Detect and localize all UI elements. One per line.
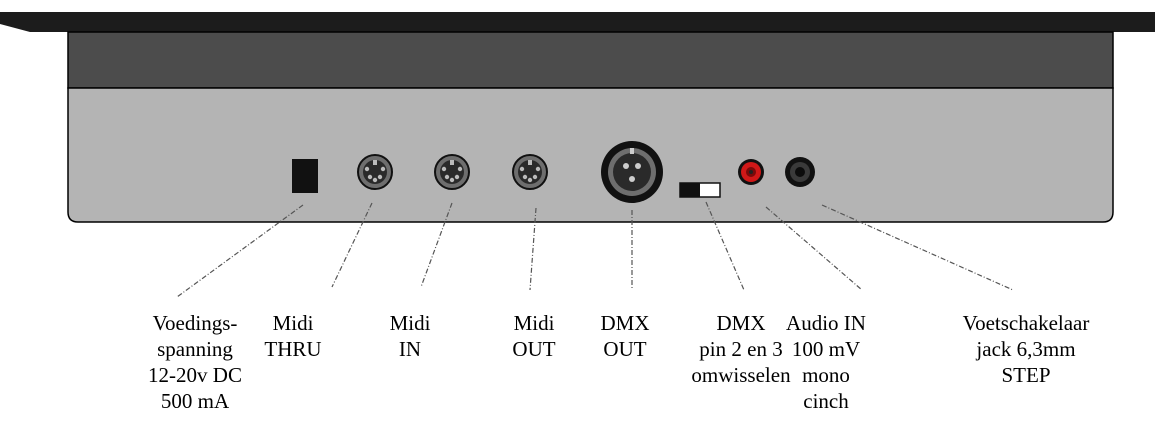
device-rear-panel: [67, 87, 1114, 223]
label-line: 100 mV: [791, 337, 861, 361]
label-line: cinch: [803, 389, 849, 413]
leader-line-dmx-switch: [705, 201, 745, 291]
label-line: Midi: [272, 311, 314, 335]
label-line: OUT: [603, 337, 647, 361]
label-line: IN: [398, 337, 422, 361]
leader-line-midi-in: [420, 202, 453, 288]
jack-socket-icon: [785, 157, 815, 187]
midi-din-connector-icon: [512, 154, 548, 190]
label-line: 12-20v DC: [148, 363, 242, 387]
device-grille: [67, 31, 1114, 89]
label-line: 500 mA: [160, 389, 230, 413]
label-line: OUT: [512, 337, 556, 361]
label-line: Midi: [513, 311, 555, 335]
label-line: pin 2 en 3: [699, 337, 783, 361]
dc-power-socket-icon: [292, 159, 318, 193]
device-top-bar: [0, 12, 1155, 32]
label-line: Midi: [389, 311, 431, 335]
label-line: spanning: [157, 337, 233, 361]
label-line: DMX: [600, 311, 650, 335]
leader-line-midi-out: [529, 207, 537, 291]
midi-din-connector-icon: [357, 154, 393, 190]
leader-line-midi-thru: [331, 202, 373, 288]
label-line: Voedings-: [152, 311, 238, 335]
slide-switch-icon: [679, 182, 721, 198]
leader-line-audio-in: [765, 206, 863, 291]
label-line: mono: [802, 363, 850, 387]
label-line: STEP: [1001, 363, 1051, 387]
leader-line-power-socket: [176, 204, 304, 298]
xlr-connector-icon: [601, 141, 663, 203]
label-line: THRU: [264, 337, 322, 361]
label-line: DMX: [716, 311, 766, 335]
label-line: jack 6,3mm: [976, 337, 1076, 361]
label-line: Audio IN: [786, 311, 866, 335]
midi-din-connector-icon: [434, 154, 470, 190]
label-line: omwisselen: [691, 363, 791, 387]
leader-line-footswitch: [821, 204, 1014, 291]
rca-cinch-socket-icon: [738, 159, 764, 185]
label-line: Voetschakelaar: [962, 311, 1090, 335]
